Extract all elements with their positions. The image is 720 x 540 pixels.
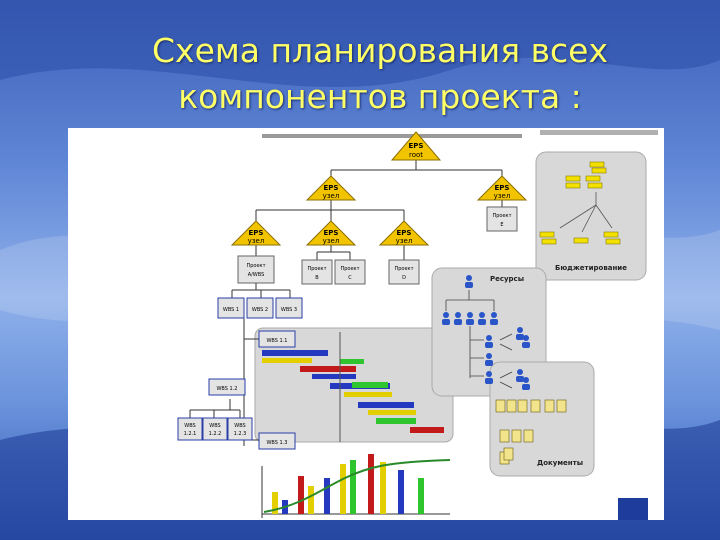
eps-node-sublabel: узел [323,192,340,200]
budget-icons [539,161,621,245]
project-label: Проект [307,266,326,272]
wbs-box: WBS 1.3 [258,432,296,450]
eps-root-node: EPS root [390,131,442,161]
header-bar [262,134,522,138]
project-sublabel: D [402,275,406,281]
project-label: Проект [246,263,265,269]
wbs-box: WBS 1.2 [208,378,246,396]
eps-node-label: EPS [249,229,264,237]
documents-panel [489,361,595,477]
wbs-label: WBS 1.3 [266,440,287,446]
diagram-panel: EPS root EPS узел EPS узел EPS узел EPS … [68,128,664,520]
resource-connectors [445,290,513,389]
wbs-box: WBS 3 [275,297,303,319]
project-sublabel: E [500,222,503,228]
project-label: Проект [340,266,359,272]
wbs-box: WBS 1.2.1 [177,417,203,441]
project-label: Проект [394,266,413,272]
wbs-label: WBS 1.2 [216,386,237,392]
eps-node-label: EPS [495,184,510,192]
project-label: Проект [492,213,511,219]
resource-people [442,275,530,390]
project-box-a: Проект A/WBS [237,255,275,284]
eps-node-label: EPS [397,229,412,237]
wbs-label: WBS [184,423,195,429]
wbs-box: WBS 1.2.3 [227,417,253,441]
project-sublabel: B [315,275,319,281]
header-bar-right [540,130,658,135]
wbs-label: WBS [209,423,220,429]
eps-root-label: EPS [409,142,424,150]
wbs-label: WBS 3 [281,307,297,313]
eps-node: EPS узел [476,175,528,201]
eps-node-label: EPS [324,229,339,237]
wbs-box: WBS 1.1 [258,330,296,348]
wbs-sublabel: 1.2.3 [234,431,247,437]
eps-node-sublabel: узел [323,237,340,245]
title-line-1: Схема планирования всех [152,31,608,70]
wbs-label: WBS 1.1 [266,338,287,344]
document-icons [495,399,567,465]
wbs-sublabel: 1.2.2 [209,431,222,437]
wbs-sublabel: 1.2.1 [184,431,197,437]
documents-label: Документы [537,459,583,467]
eps-node-sublabel: узел [396,237,413,245]
wbs-box: WBS 1.2.2 [202,417,228,441]
eps-node-sublabel: узел [248,237,265,245]
eps-node: EPS узел [305,175,357,201]
eps-node: EPS узел [230,220,282,246]
slide-title: Схема планирования всех компонентов прое… [100,28,660,120]
gantt-bars [262,350,444,433]
resources-label: Ресурсы [490,275,524,283]
budget-label: Бюджетирование [555,264,627,272]
project-box-e: Проект E [486,206,518,232]
eps-node: EPS узел [378,220,430,246]
corner-block [618,498,648,520]
eps-node-label: EPS [324,184,339,192]
eps-root-sublabel: root [409,151,423,159]
planning-diagram: EPS root EPS узел EPS узел EPS узел EPS … [177,130,658,518]
wbs-label: WBS 1 [223,307,239,313]
budget-panel [535,151,647,281]
project-box-c: Проект C [334,259,366,285]
title-line-2: компонентов проекта : [178,77,582,116]
wbs-box: WBS 2 [246,297,274,319]
project-box-b: Проект B [301,259,333,285]
wbs-label: WBS 2 [252,307,268,313]
project-box-d: Проект D [388,259,420,285]
eps-node: EPS узел [305,220,357,246]
project-sublabel: C [348,275,352,281]
wbs-box: WBS 1 [217,297,245,319]
project-sublabel: A/WBS [248,272,265,278]
wbs-label: WBS [234,423,245,429]
histogram [261,454,451,518]
eps-node-sublabel: узел [494,192,511,200]
